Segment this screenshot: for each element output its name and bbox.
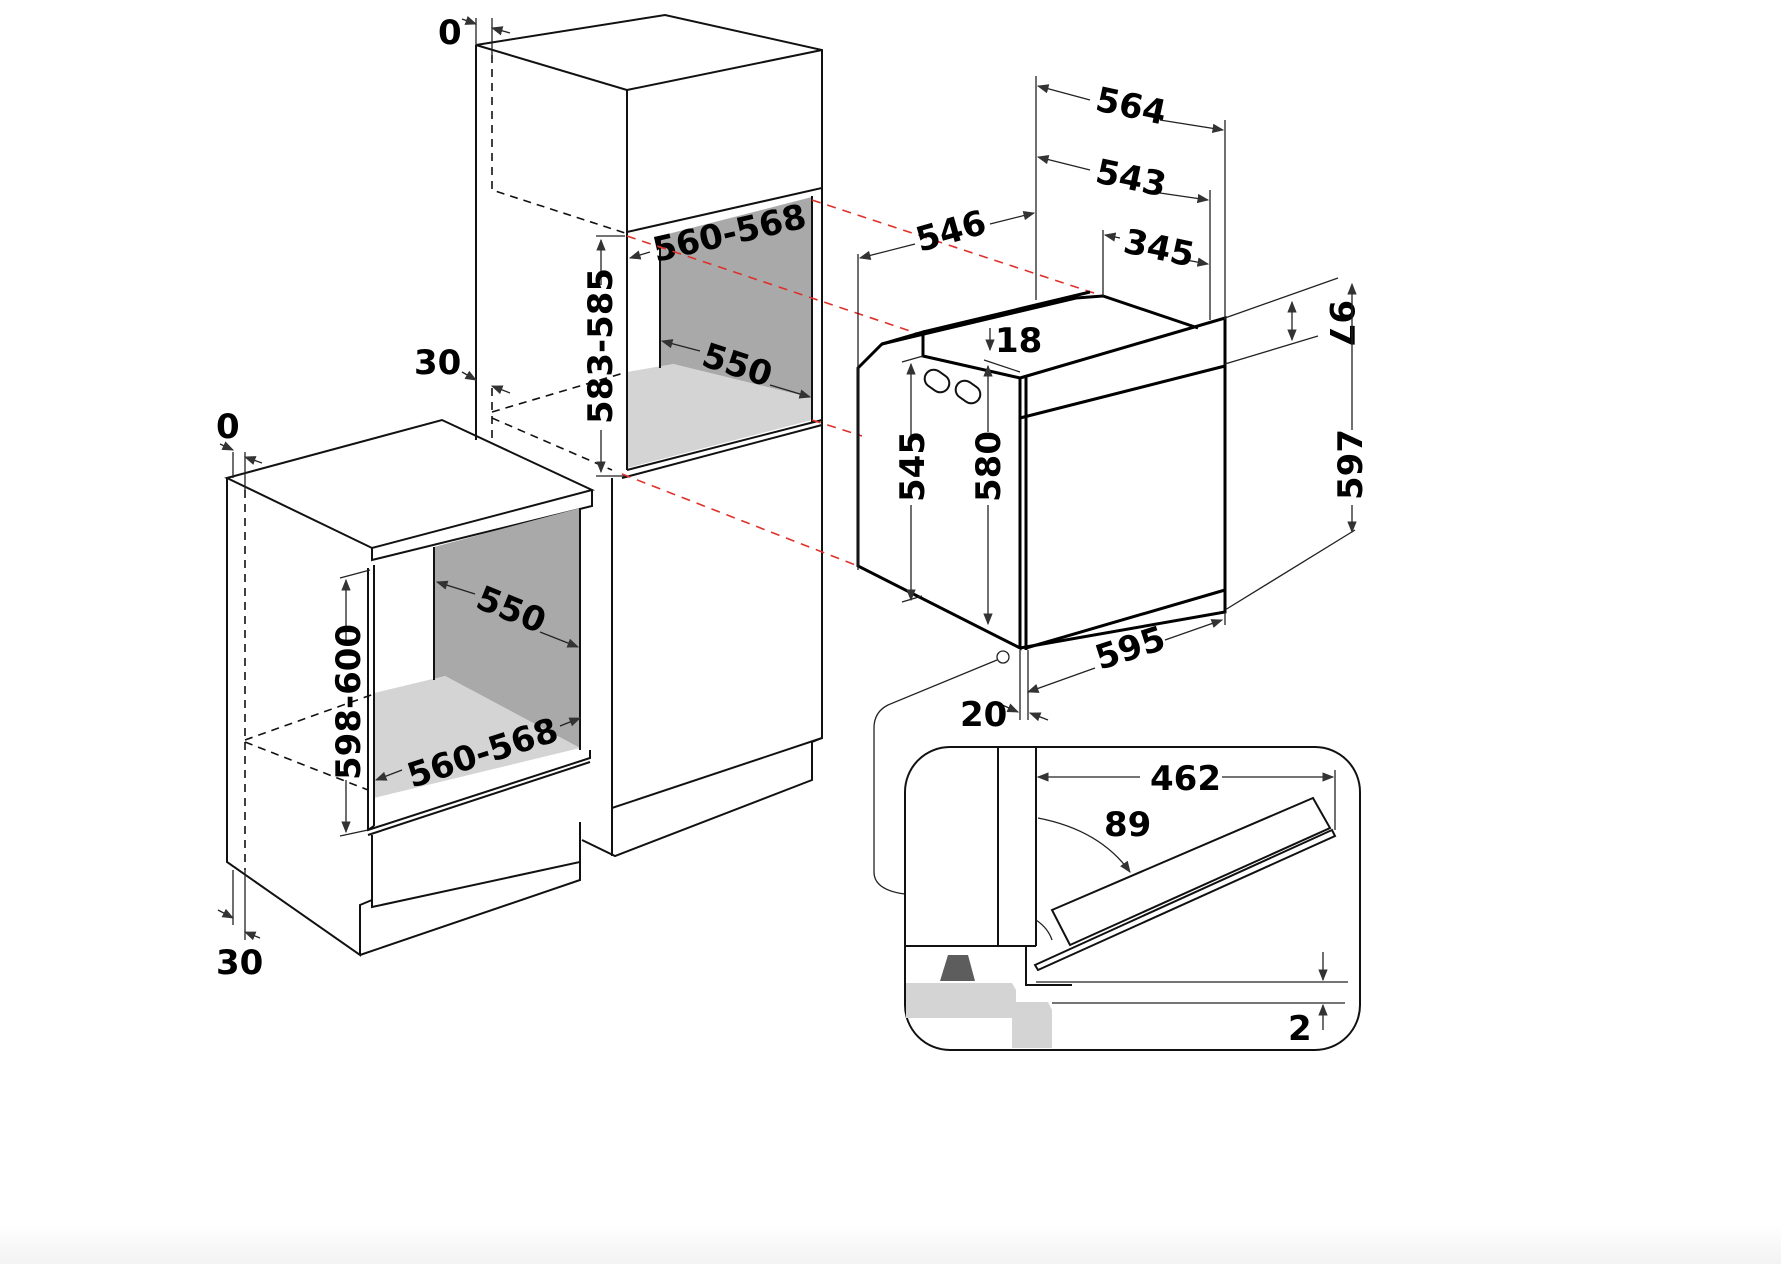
bottom-fade (0, 1224, 1781, 1264)
oven-width-label: 595 (1090, 619, 1170, 679)
oven-top-step-label: 18 (995, 321, 1042, 361)
oven-overall-height-label: 597 (1331, 429, 1371, 500)
oven-body-height-rear-label: 545 (893, 431, 933, 502)
oven-top-recess-label: 345 (1120, 222, 1198, 276)
oven-vent-left-icon (923, 368, 951, 394)
door-angle-label: 89 (1104, 805, 1151, 845)
oven-control-panel-height-label: 97 (1321, 300, 1361, 347)
floor-gap-label: 2 (1288, 1009, 1312, 1049)
base-bottom-clearance-label: 30 (216, 943, 263, 983)
oven-body-height-front-label: 580 (969, 431, 1009, 502)
tall-niche-back-panel (660, 197, 812, 398)
oven-side-depth-label: 546 (911, 203, 990, 261)
base-niche-height-label: 598-600 (329, 624, 369, 780)
tall-cabinet: 0 30 560-568 583-585 550 (414, 13, 823, 858)
tall-top-clearance-label: 0 (438, 13, 462, 53)
callout-marker-icon (996, 650, 1010, 664)
oven-vent-right-icon (954, 379, 982, 405)
oven-front-thickness-label: 20 (960, 695, 1007, 735)
tall-niche-floor-panel (627, 364, 812, 468)
foot-icon (940, 955, 975, 981)
base-top-clearance-label: 0 (216, 407, 240, 447)
base-cabinet: 0 30 550 598-600 560-568 (216, 407, 595, 983)
alignment-guides (621, 199, 1104, 567)
door-detail-callout: 462 89 2 (873, 650, 1361, 1051)
tall-side-clearance-label: 30 (414, 343, 461, 383)
oven-overall-depth-label: 564 (1092, 80, 1170, 134)
tall-niche-height-label: 583-585 (581, 268, 621, 424)
oven: 564 543 546 345 18 97 597 545 580 (856, 76, 1371, 735)
door-reach-label: 462 (1150, 759, 1221, 799)
base-niche-floor-panel (374, 676, 580, 798)
oven-body-depth-label: 543 (1092, 152, 1170, 206)
base-niche-back-panel (434, 508, 580, 748)
